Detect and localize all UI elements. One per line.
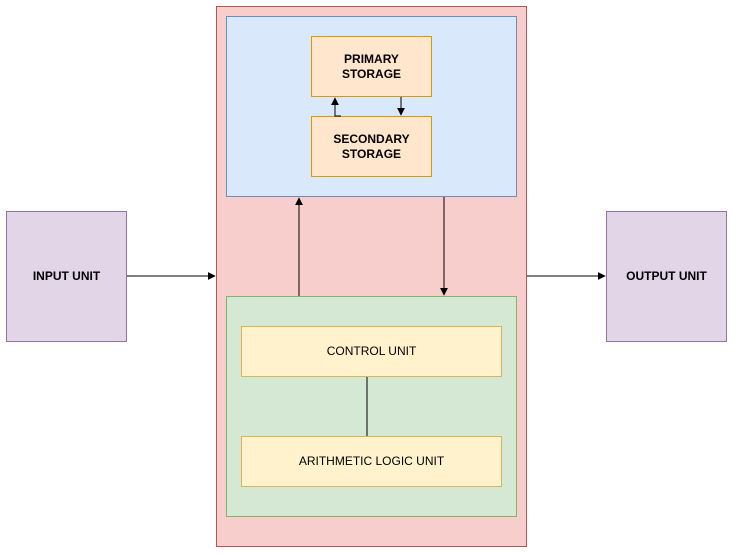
output-unit-box: OUTPUT UNIT xyxy=(606,211,727,342)
alu-box: ARITHMETIC LOGIC UNIT xyxy=(241,436,502,487)
input-unit-box: INPUT UNIT xyxy=(6,211,127,342)
alu-label: ARITHMETIC LOGIC UNIT xyxy=(298,454,445,468)
control-unit-label: CONTROL UNIT xyxy=(326,344,417,358)
secondary-storage-box: SECONDARY STORAGE xyxy=(311,116,432,177)
secondary-storage-label: SECONDARY STORAGE xyxy=(333,131,410,161)
input-unit-label: INPUT UNIT xyxy=(32,269,101,283)
output-unit-label: OUTPUT UNIT xyxy=(626,269,707,283)
primary-storage-label: PRIMARY STORAGE xyxy=(341,51,402,81)
control-unit-box: CONTROL UNIT xyxy=(241,326,502,377)
primary-storage-box: PRIMARY STORAGE xyxy=(311,36,432,97)
